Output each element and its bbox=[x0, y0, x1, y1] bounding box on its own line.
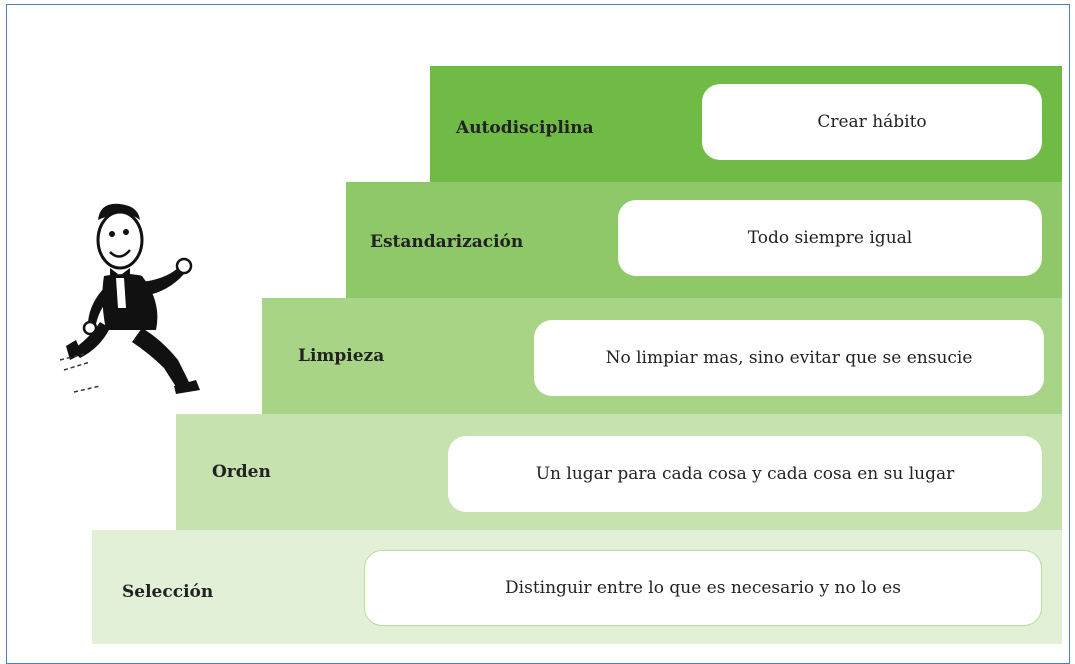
step-limpieza: Limpieza No limpiar mas, sino evitar que… bbox=[262, 298, 1062, 414]
step-description-box: Crear hábito bbox=[702, 84, 1042, 160]
step-label: Selección bbox=[122, 582, 214, 602]
step-description-box: No limpiar mas, sino evitar que se ensuc… bbox=[534, 320, 1044, 396]
step-estandarizacion: Estandarización Todo siempre igual bbox=[346, 182, 1062, 298]
step-label: Limpieza bbox=[298, 346, 385, 366]
step-label: Autodisciplina bbox=[456, 118, 594, 138]
step-description-box: Distinguir entre lo que es necesario y n… bbox=[364, 550, 1042, 626]
step-seleccion: Selección Distinguir entre lo que es nec… bbox=[92, 530, 1062, 644]
step-description-box: Un lugar para cada cosa y cada cosa en s… bbox=[448, 436, 1042, 512]
step-autodisciplina: Autodisciplina Crear hábito bbox=[430, 66, 1062, 182]
step-label: Orden bbox=[212, 462, 271, 482]
step-label: Estandarización bbox=[370, 232, 524, 252]
step-description-box: Todo siempre igual bbox=[618, 200, 1042, 276]
running-man-icon bbox=[60, 203, 200, 394]
step-orden: Orden Un lugar para cada cosa y cada cos… bbox=[176, 414, 1062, 530]
